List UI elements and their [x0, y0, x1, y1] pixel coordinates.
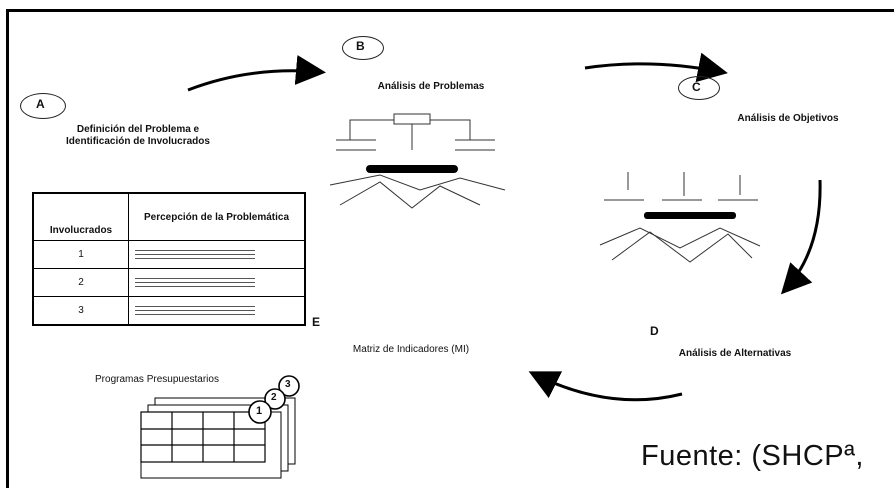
involucrados-table: Involucrados Percepción de la Problemáti…	[32, 192, 306, 326]
table-cell-percepcion	[129, 269, 306, 297]
table-row: 2	[33, 269, 305, 297]
table-row: 1	[33, 241, 305, 269]
programs-stack	[141, 398, 295, 478]
table-row: 3	[33, 297, 305, 326]
program-badge-1: 1	[256, 405, 262, 417]
table-header-percepcion: Percepción de la Problemática	[129, 193, 306, 241]
step-d-label: Análisis de Alternativas	[670, 348, 800, 359]
arrow-c-to-d	[785, 180, 820, 290]
arrow-a-to-b	[188, 71, 320, 90]
arrow-d-to-e	[534, 374, 682, 400]
problem-central-bar	[366, 165, 458, 173]
step-a-label: Definición del Problema e Identificación…	[54, 124, 222, 148]
arrow-b-to-c	[585, 64, 722, 72]
step-d-letter: D	[650, 324, 659, 338]
table-cell-involucrado: 2	[33, 269, 129, 297]
step-c-label: Análisis de Objetivos	[722, 113, 854, 124]
step-c-letter: C	[692, 80, 701, 94]
programs-label: Programas Presupuestarios	[82, 374, 232, 385]
table-cell-percepcion	[129, 297, 306, 326]
table-cell-involucrado: 1	[33, 241, 129, 269]
step-e-label: Matriz de Indicadores (MI)	[336, 344, 486, 355]
step-b-label: Análisis de Problemas	[366, 81, 496, 92]
program-badge-3: 3	[285, 379, 291, 390]
program-badge-2: 2	[271, 392, 277, 403]
source-citation: Fuente: (SHCPª,	[641, 440, 864, 473]
step-a-letter: A	[36, 97, 45, 111]
table-cell-involucrado: 3	[33, 297, 129, 326]
step-b-letter: B	[356, 39, 365, 53]
problem-tree-sketch	[330, 114, 505, 208]
objective-central-bar	[644, 212, 736, 219]
table-header-involucrados: Involucrados	[33, 193, 129, 241]
table-cell-percepcion	[129, 241, 306, 269]
step-e-letter: E	[312, 315, 320, 329]
